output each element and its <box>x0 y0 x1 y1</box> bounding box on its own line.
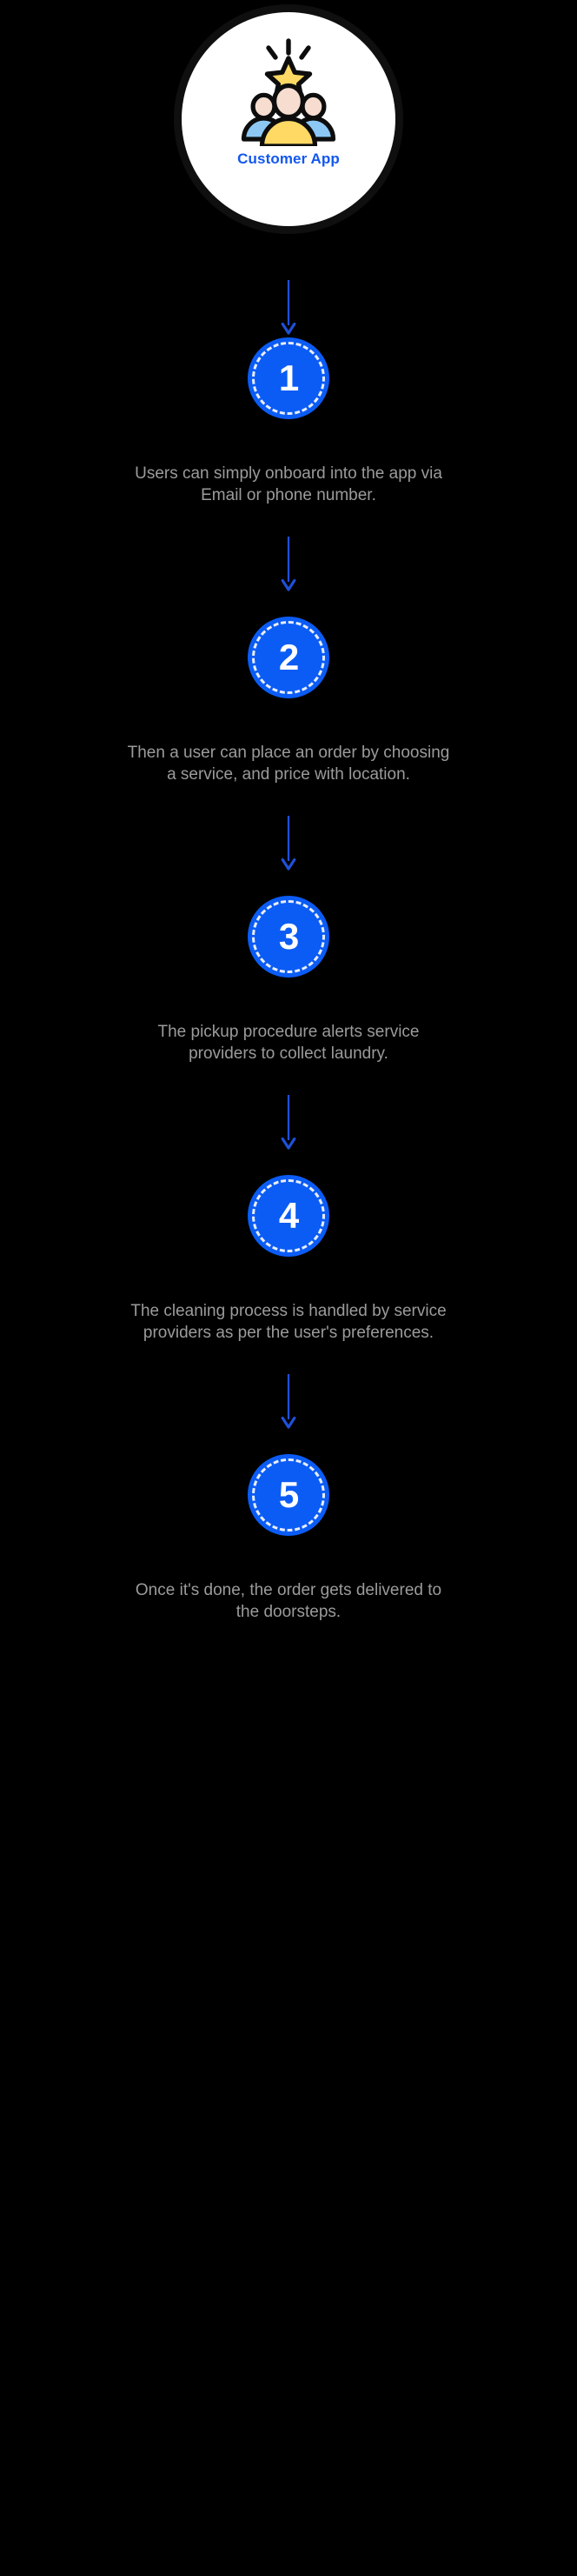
connector-arrow-to-step-5 <box>278 1373 299 1431</box>
step-badge-1[interactable]: 1 <box>248 337 329 419</box>
step-number-5: 5 <box>278 1473 299 1515</box>
step-badge-3[interactable]: 3 <box>248 895 329 978</box>
hero-white-disc: Customer App <box>182 12 395 226</box>
step-badge-2[interactable]: 2 <box>248 616 329 698</box>
step-number-1: 1 <box>278 357 299 398</box>
connector-arrow-to-step-2 <box>278 536 299 594</box>
connector-arrow-to-step-1 <box>278 280 299 337</box>
step-caption-3: The pickup procedure alerts service prov… <box>157 1022 420 1064</box>
customer-app-hero: Customer App <box>162 0 415 245</box>
step-number-2: 2 <box>278 636 299 677</box>
step-badge-5[interactable]: 5 <box>248 1453 329 1536</box>
connector-arrow-to-step-4 <box>278 1094 299 1152</box>
connector-arrow-to-step-3 <box>278 815 299 873</box>
step-number-3: 3 <box>278 915 299 957</box>
step-caption-1: Users can simply onboard into the app vi… <box>135 464 442 505</box>
step-badge-4[interactable]: 4 <box>248 1174 329 1257</box>
step-caption-4: The cleaning process is handled by servi… <box>130 1301 447 1343</box>
hero-label: Customer App <box>237 150 340 167</box>
people-with-star-icon <box>241 38 336 146</box>
step-caption-5: Once it's done, the order gets delivered… <box>135 1580 442 1622</box>
step-number-4: 4 <box>278 1194 299 1236</box>
step-caption-2: Then a user can place an order by choosi… <box>127 743 450 784</box>
